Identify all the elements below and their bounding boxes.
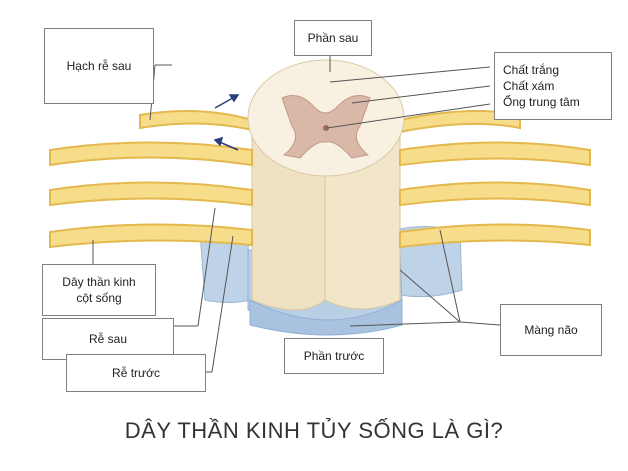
leader-chat-xam xyxy=(351,85,491,104)
label-ong-trung-tam: Ống trung tâm xyxy=(503,95,580,110)
label-mang-nao-text: Màng não xyxy=(524,322,578,337)
label-day-than-kinh-line1: Dây thần kinh xyxy=(62,274,136,289)
leader-re-sau-2 xyxy=(197,207,216,327)
label-hach-re-sau-text: Hạch rễ sau xyxy=(66,58,132,73)
label-phan-truoc: Phần trước xyxy=(284,338,384,374)
label-phan-truoc-text: Phần trước xyxy=(303,348,365,363)
left-spinal-nerves xyxy=(49,110,253,249)
arrow-afferent-head xyxy=(228,94,240,103)
leader-chat-trang xyxy=(329,66,491,83)
leader-mang-nao-3 xyxy=(439,229,461,323)
label-day-than-kinh-line2: cột sống xyxy=(76,291,122,305)
label-day-than-kinh: Dây thần kinh cột sống xyxy=(42,264,156,316)
label-chat-trang: Chất trắng xyxy=(503,62,560,77)
leader-mang-nao xyxy=(459,321,501,326)
label-phan-sau-text: Phần sau xyxy=(307,30,359,45)
leader-mang-nao-2 xyxy=(399,269,461,323)
direction-arrows xyxy=(213,94,240,151)
label-re-truoc: Rễ trước xyxy=(66,354,206,392)
label-hach-re-sau: Hạch rễ sau xyxy=(44,28,154,104)
label-re-truoc-text: Rễ trước xyxy=(112,365,160,380)
label-re-sau: Rễ sau xyxy=(42,318,174,360)
label-phan-sau: Phần sau xyxy=(294,20,372,56)
leader-re-truoc-2 xyxy=(211,235,234,373)
cord-cross-section xyxy=(247,59,405,177)
leader-mang-nao-4 xyxy=(349,321,461,327)
label-chat-xam: Chất xám xyxy=(503,78,555,93)
right-spinal-nerves xyxy=(399,110,591,249)
label-mang-nao: Màng não xyxy=(500,304,602,356)
arrow-efferent-head xyxy=(213,136,224,147)
page-title: DÂY THẦN KINH TỦY SỐNG LÀ GÌ? xyxy=(124,418,504,443)
pointer-lines xyxy=(92,55,501,373)
label-re-sau-text: Rễ sau xyxy=(88,331,128,346)
leader-ong-trung-tam xyxy=(326,103,491,129)
label-group-cross-section: Chất trắng Chất xám Ống trung tâm xyxy=(494,52,612,120)
